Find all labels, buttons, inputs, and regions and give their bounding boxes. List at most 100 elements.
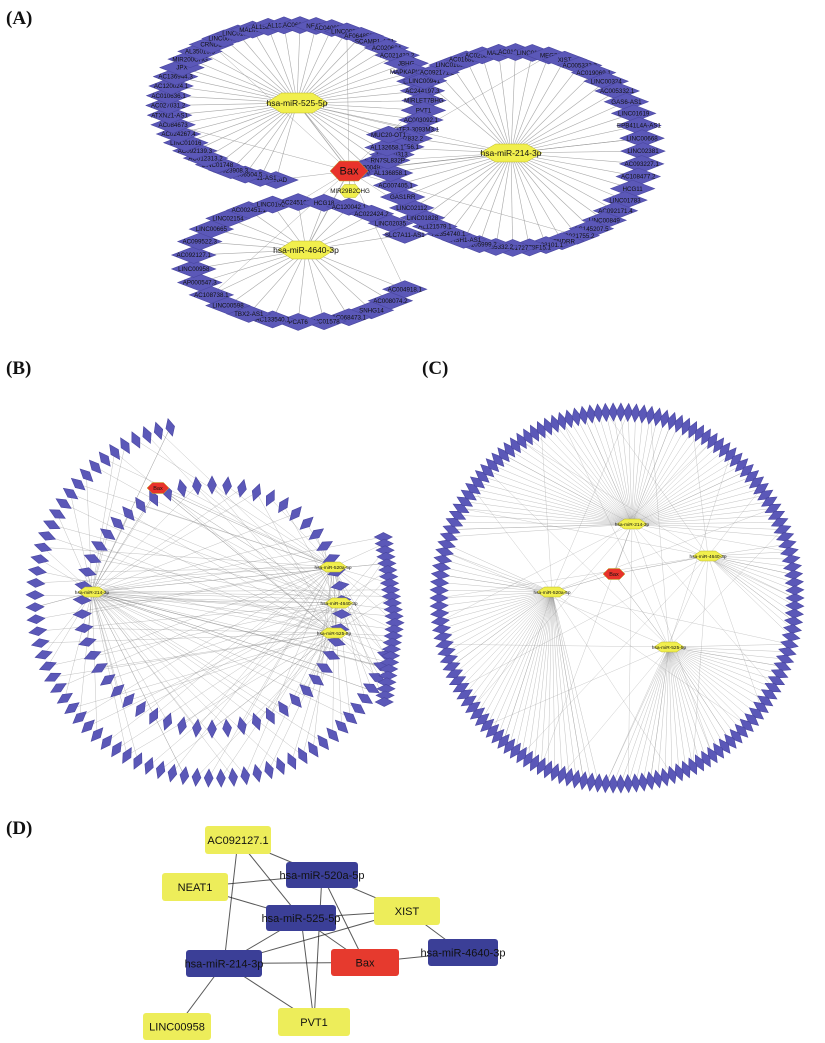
edge: [534, 591, 553, 763]
lncrna-node: [571, 407, 582, 427]
lncrna-node: [109, 444, 121, 461]
lncrna-node: [122, 693, 135, 708]
edge: [248, 249, 307, 315]
edge: [497, 459, 633, 525]
edge: [83, 628, 335, 634]
lncrna-node: [785, 593, 805, 603]
lncrna-node: [660, 767, 670, 787]
edge-mir525-pvt1: [300, 917, 315, 1023]
edge: [668, 646, 737, 737]
edge: [551, 591, 747, 726]
lncrna-node: [523, 750, 533, 768]
lncrna-node: [448, 510, 467, 520]
edge: [442, 591, 553, 637]
edge: [438, 591, 553, 599]
edge: [91, 591, 342, 601]
edge: [657, 646, 670, 780]
edge: [707, 488, 762, 557]
edge: [631, 415, 651, 525]
edge: [91, 591, 129, 701]
edge: [510, 152, 578, 236]
lncrna-node: [739, 464, 754, 478]
node-label-neat1: NEAT1: [178, 882, 213, 894]
edge: [305, 249, 350, 318]
lncrna-node: [111, 741, 122, 758]
edge: [605, 555, 709, 784]
edge: [668, 646, 693, 767]
edge: [510, 152, 626, 201]
edge: [227, 249, 307, 306]
edge: [157, 487, 340, 604]
lncrna-node: [485, 723, 500, 738]
edge: [668, 646, 766, 702]
edge: [91, 533, 317, 593]
edge: [91, 589, 391, 593]
lncrna-label: LINC01828: [407, 215, 439, 222]
lncrna-label: AC084673: [158, 122, 188, 129]
edge: [448, 591, 553, 660]
edge: [692, 555, 709, 767]
edge: [91, 591, 271, 717]
lncrna-node: [688, 757, 698, 776]
edge: [92, 566, 334, 656]
lncrna-label: AC005332.2: [479, 244, 514, 251]
lncrna-node: [78, 567, 97, 577]
lncrna-node: [430, 569, 450, 580]
lncrna-node: [785, 585, 805, 596]
edge: [296, 102, 369, 168]
lncrna-node: [713, 437, 725, 454]
lncrna-node: [207, 475, 217, 495]
lncrna-node: [289, 506, 302, 521]
lncrna-label: AC092139.3: [178, 148, 213, 155]
edge: [422, 152, 512, 219]
lncrna-node: [630, 403, 641, 423]
edge: [650, 646, 670, 781]
edge: [245, 566, 334, 776]
edge: [332, 566, 342, 727]
edge: [527, 591, 553, 760]
mirna-node-hsa-mir-520a-5p: [318, 561, 348, 573]
lncrna-node: [638, 772, 648, 792]
edge: [91, 492, 257, 593]
lncrna-node: [485, 458, 500, 473]
lncrna-node: [523, 428, 533, 446]
edge: [196, 632, 335, 778]
lncrna-node: [43, 520, 61, 530]
edge: [487, 470, 633, 525]
edge: [91, 591, 358, 709]
node-label-linc00958: LINC00958: [149, 1021, 205, 1033]
lncrna-node: [775, 654, 795, 664]
edge: [492, 464, 633, 525]
edge: [140, 602, 340, 710]
lncrna-node: [623, 773, 634, 794]
lncrna-label: LINC01016: [170, 140, 202, 147]
edge: [477, 482, 633, 525]
lncrna-label: AC068473.1: [332, 314, 367, 321]
edge: [91, 452, 115, 593]
edge: [91, 591, 281, 767]
lncrna-node: [34, 650, 53, 660]
lncrna-node: [688, 420, 698, 439]
node-hsa-mir-525-5p: [266, 905, 336, 931]
lncrna-node: [445, 517, 464, 527]
lncrna-node: [773, 525, 792, 535]
edge: [444, 551, 670, 648]
edge: [460, 591, 553, 688]
edge: [509, 449, 633, 525]
lncrna-node: [429, 577, 450, 588]
lncrna-label: GAS1RR: [390, 194, 416, 201]
lncrna-node: [456, 689, 474, 700]
mirna-node-hsa-mir-525-5p: [653, 641, 685, 653]
edge: [158, 430, 340, 604]
edge: [440, 591, 553, 622]
lncrna-node: [445, 669, 464, 679]
edge: [91, 591, 234, 778]
lncrna-label: AC145207.5: [574, 226, 609, 233]
lncrna-node: [191, 767, 202, 787]
lncrna-node: [216, 768, 226, 788]
lncrna-node: [437, 647, 456, 657]
edge: [495, 152, 512, 247]
lncrna-node: [142, 426, 152, 444]
lncrna-label: AC006504.5: [228, 172, 263, 179]
lncrna-node: [718, 442, 731, 458]
